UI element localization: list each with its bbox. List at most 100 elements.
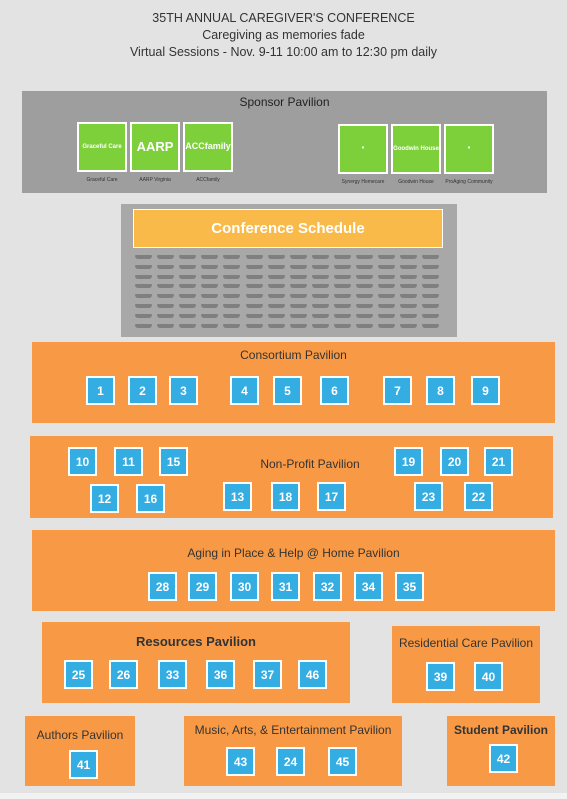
booth-26[interactable]: 26 xyxy=(109,660,138,689)
resources-pavilion-title: Resources Pavilion xyxy=(136,634,256,649)
booth-41[interactable]: 41 xyxy=(69,750,98,779)
auditorium-seat xyxy=(223,264,241,269)
auditorium-seat xyxy=(245,294,263,299)
auditorium-seat xyxy=(267,255,285,259)
auditorium-seat xyxy=(378,313,396,318)
booth-32[interactable]: 32 xyxy=(313,572,342,601)
booth-36[interactable]: 36 xyxy=(206,660,235,689)
student-pavilion-title: Student Pavilion xyxy=(453,723,548,737)
authors-pavilion: Authors Pavilion 41 xyxy=(25,716,135,786)
music-arts-entertainment-pavilion-title: Music, Arts, & Entertainment Pavilion xyxy=(194,723,392,737)
booth-28[interactable]: 28 xyxy=(148,572,177,601)
booth-17[interactable]: 17 xyxy=(317,482,346,511)
auditorium-seat xyxy=(311,304,329,308)
auditorium-seat xyxy=(179,255,197,259)
auditorium-seat xyxy=(267,323,285,328)
booth-42[interactable]: 42 xyxy=(489,744,518,773)
auditorium-seat xyxy=(267,264,285,269)
auditorium-seat xyxy=(245,255,263,259)
booth-40[interactable]: 40 xyxy=(474,662,503,691)
sponsor-tile-goodwin-house[interactable]: Goodwin House xyxy=(391,124,441,174)
auditorium-seat xyxy=(179,294,197,299)
booth-12[interactable]: 12 xyxy=(90,484,119,513)
sponsor-tile-proaging-community[interactable]: • xyxy=(444,124,494,174)
booth-1[interactable]: 1 xyxy=(86,376,115,405)
booth-9[interactable]: 9 xyxy=(471,376,500,405)
booth-25[interactable]: 25 xyxy=(64,660,93,689)
booth-10[interactable]: 10 xyxy=(68,447,97,476)
auditorium-seat xyxy=(135,294,152,299)
sponsor-tile-graceful-care[interactable]: Graceful Care xyxy=(77,122,127,172)
booth-39[interactable]: 39 xyxy=(426,662,455,691)
booth-11[interactable]: 11 xyxy=(114,447,143,476)
aging-in-place-pavilion-title: Aging in Place & Help @ Home Pavilion xyxy=(187,546,400,560)
booth-18[interactable]: 18 xyxy=(271,482,300,511)
booth-21[interactable]: 21 xyxy=(484,447,513,476)
booth-15[interactable]: 15 xyxy=(159,447,188,476)
booth-4[interactable]: 4 xyxy=(230,376,259,405)
auditorium-seat xyxy=(201,323,219,328)
music-arts-entertainment-pavilion: Music, Arts, & Entertainment Pavilion 43… xyxy=(184,716,402,786)
sponsor-tile-aarp[interactable]: AARP xyxy=(130,122,180,172)
auditorium-seat xyxy=(378,294,396,299)
booth-5[interactable]: 5 xyxy=(273,376,302,405)
auditorium-seat xyxy=(201,304,219,308)
conference-title: 35TH ANNUAL CAREGIVER'S CONFERENCE xyxy=(152,11,415,25)
booth-22[interactable]: 22 xyxy=(464,482,493,511)
booth-29[interactable]: 29 xyxy=(188,572,217,601)
booth-24[interactable]: 24 xyxy=(276,747,305,776)
auditorium-seat xyxy=(289,304,307,308)
conference-schedule-button[interactable]: Conference Schedule xyxy=(133,209,443,248)
sponsor-caption: Goodwin House xyxy=(398,179,434,185)
booth-30[interactable]: 30 xyxy=(230,572,259,601)
booth-23[interactable]: 23 xyxy=(414,482,443,511)
auditorium-seat xyxy=(378,264,396,269)
auditorium-seat xyxy=(179,323,197,328)
footer-bar xyxy=(0,793,567,799)
booth-7[interactable]: 7 xyxy=(383,376,412,405)
booth-45[interactable]: 45 xyxy=(328,747,357,776)
auditorium-seat xyxy=(223,294,241,299)
booth-31[interactable]: 31 xyxy=(271,572,300,601)
auditorium-seat xyxy=(201,284,219,289)
booth-2[interactable]: 2 xyxy=(128,376,157,405)
booth-33[interactable]: 33 xyxy=(158,660,187,689)
booth-8[interactable]: 8 xyxy=(426,376,455,405)
aging-in-place-pavilion: Aging in Place & Help @ Home Pavilion 28… xyxy=(32,530,555,611)
booth-6[interactable]: 6 xyxy=(320,376,349,405)
auditorium-seat xyxy=(333,304,351,308)
auditorium-seat xyxy=(289,264,307,269)
resources-pavilion: Resources Pavilion 25 26 33 36 37 46 xyxy=(42,622,350,703)
auditorium-seat xyxy=(311,313,329,318)
auditorium-seat xyxy=(223,313,241,318)
booth-43[interactable]: 43 xyxy=(226,747,255,776)
auditorium-seat xyxy=(333,313,351,318)
booth-3[interactable]: 3 xyxy=(169,376,198,405)
auditorium-seat xyxy=(157,264,175,269)
auditorium-seat xyxy=(333,284,351,289)
booth-46[interactable]: 46 xyxy=(298,660,327,689)
booth-37[interactable]: 37 xyxy=(253,660,282,689)
auditorium-seat xyxy=(201,264,219,269)
booth-13[interactable]: 13 xyxy=(223,482,252,511)
sponsor-tile-accfamily[interactable]: ACCfamily xyxy=(183,122,233,172)
booth-35[interactable]: 35 xyxy=(395,572,424,601)
auditorium-seat xyxy=(333,264,351,269)
auditorium-seat xyxy=(245,274,263,279)
auditorium-seat xyxy=(400,304,418,308)
auditorium-seat xyxy=(356,323,373,328)
booth-34[interactable]: 34 xyxy=(354,572,383,601)
booth-16[interactable]: 16 xyxy=(136,484,165,513)
booth-20[interactable]: 20 xyxy=(440,447,469,476)
booth-19[interactable]: 19 xyxy=(394,447,423,476)
auditorium-seat xyxy=(135,274,152,279)
consortium-pavilion-title: Consortium Pavilion xyxy=(240,348,347,362)
auditorium-seat xyxy=(267,274,285,279)
auditorium-seat xyxy=(311,255,329,259)
auditorium-seat xyxy=(135,284,152,289)
sponsor-tile-synergy-homecare[interactable]: • xyxy=(338,124,388,174)
auditorium-seat xyxy=(289,294,307,299)
auditorium-seat xyxy=(135,255,152,259)
auditorium-seat xyxy=(245,313,263,318)
auditorium-seat xyxy=(333,255,351,259)
